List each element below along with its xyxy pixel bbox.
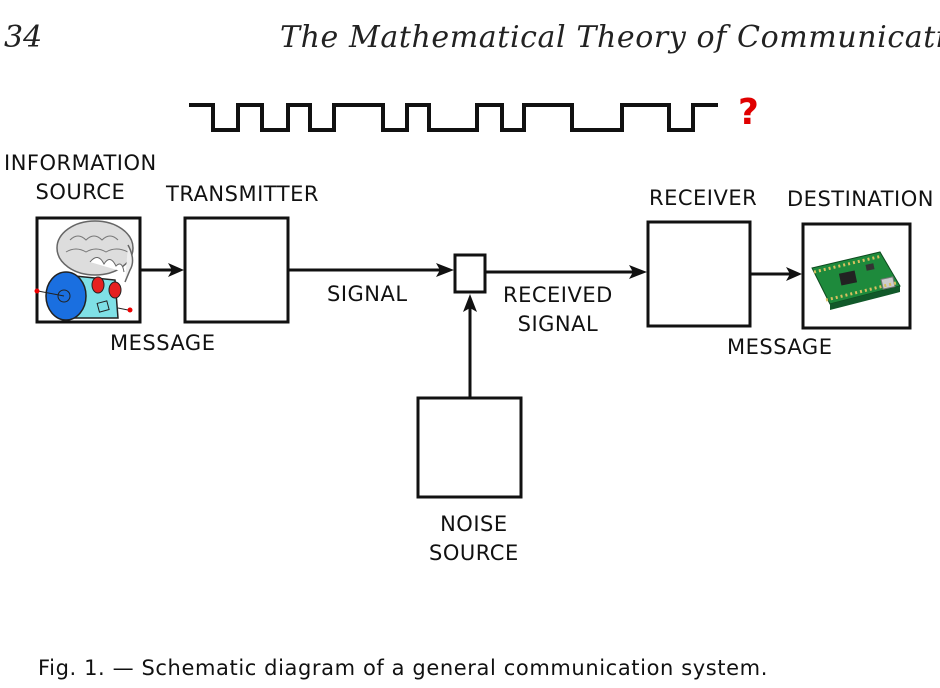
- noise-source-label: NOISE SOURCE: [429, 510, 519, 568]
- receiver-box: [646, 220, 752, 328]
- destination-box: [801, 222, 912, 330]
- arrowhead-icon: [629, 265, 647, 279]
- label-line: SOURCE: [429, 541, 519, 565]
- figure-caption: Fig. 1. — Schematic diagram of a general…: [38, 656, 768, 680]
- message-label-right: MESSAGE: [727, 335, 833, 359]
- arrowhead-icon: [786, 267, 802, 281]
- message-label-left: MESSAGE: [110, 331, 216, 355]
- page-title: The Mathematical Theory of Communication: [280, 20, 940, 55]
- receiver-label: RECEIVER: [649, 186, 758, 210]
- noise-source-box: [416, 396, 523, 499]
- label-line: NOISE: [440, 512, 508, 536]
- label-line: SOURCE: [35, 180, 126, 204]
- transmitter-label: TRANSMITTER: [166, 182, 319, 206]
- information-source-label: INFORMATION SOURCE: [4, 149, 157, 207]
- label-line: INFORMATION: [4, 151, 157, 175]
- arrowhead-icon: [168, 263, 184, 277]
- unknown-signal-question-mark: ?: [738, 92, 759, 133]
- arrowhead-icon: [463, 294, 477, 312]
- label-line: RECEIVED: [503, 283, 613, 307]
- signal-label: SIGNAL: [327, 282, 408, 306]
- circuit-board-illustration: [811, 251, 901, 310]
- arrowhead-icon: [436, 263, 454, 277]
- noise-mixer-box: [453, 253, 487, 294]
- brain-robot-illustration: [34, 220, 134, 321]
- square-wave-signal: [189, 103, 718, 132]
- destination-label: DESTINATION: [787, 187, 934, 211]
- transmitter-box: [183, 216, 290, 324]
- page-number: 34: [4, 20, 43, 55]
- label-line: SIGNAL: [517, 312, 599, 336]
- received-signal-label: RECEIVED SIGNAL: [503, 281, 613, 339]
